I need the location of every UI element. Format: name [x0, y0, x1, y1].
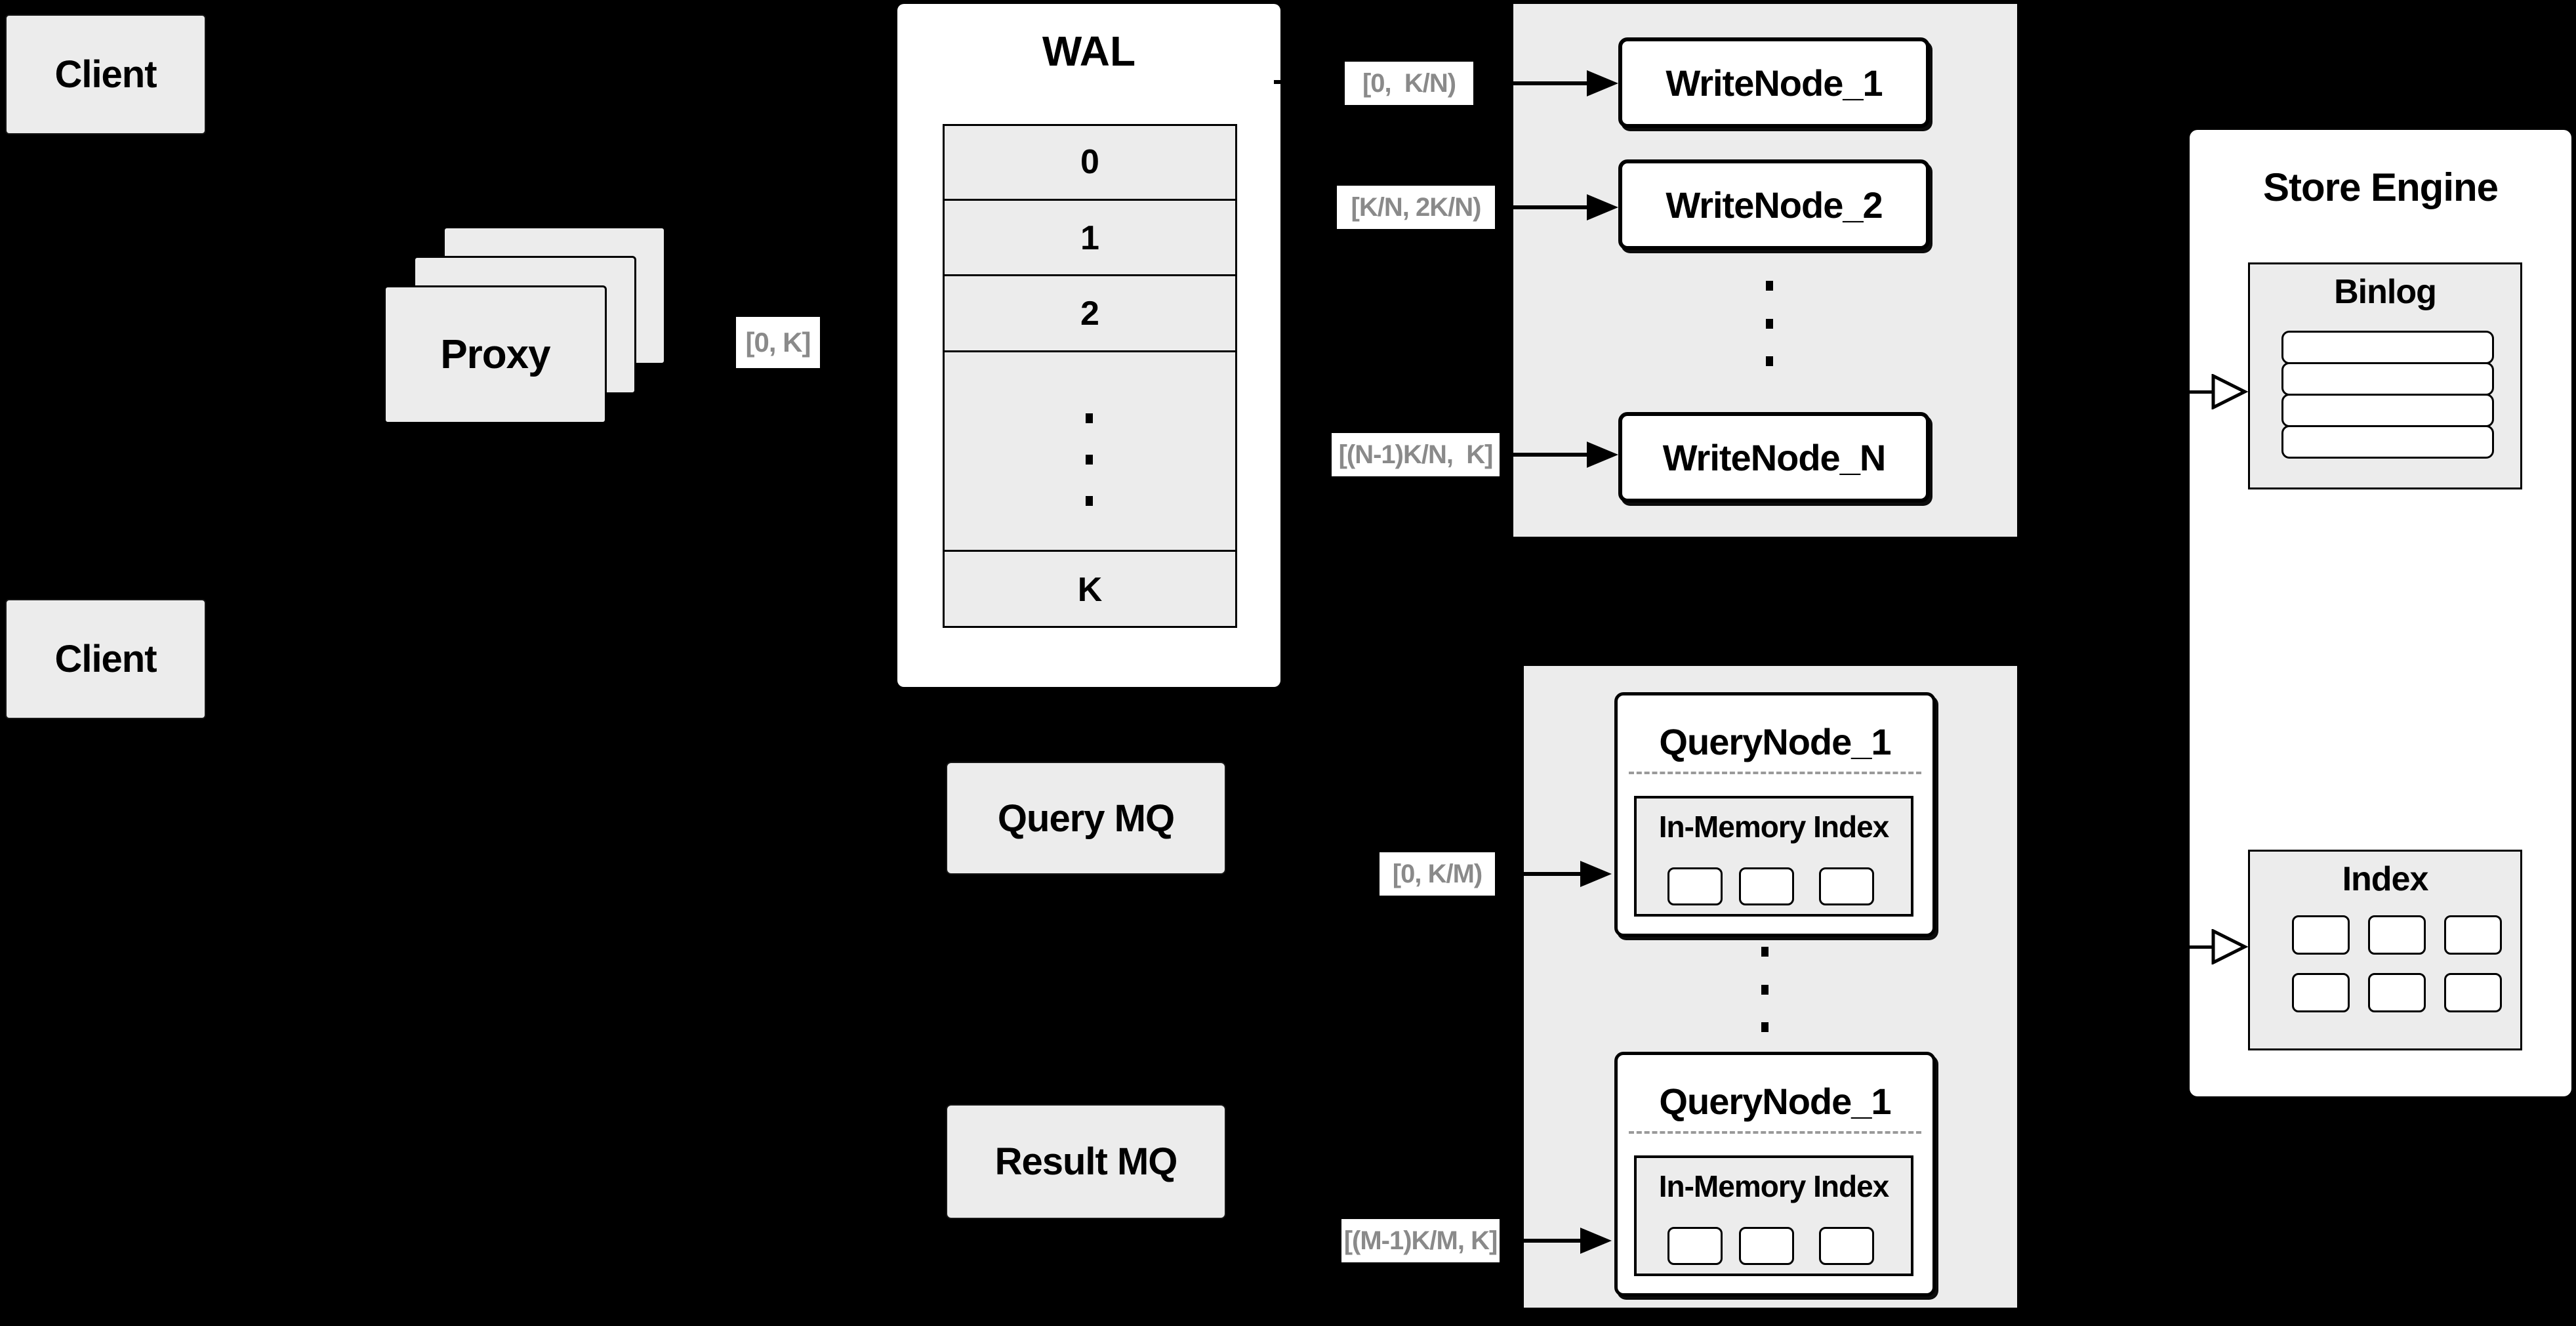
querynode-top-segment-1 — [1667, 867, 1723, 905]
querynode-bottom-dashed-separator — [1629, 1131, 1921, 1134]
querynode-top-dashed-separator — [1629, 772, 1921, 774]
wal-divider-4 — [943, 550, 1237, 552]
range-label-writenode-1-text: [0, K/N) — [1362, 68, 1456, 98]
querynode-bottom-segment-1 — [1667, 1227, 1723, 1265]
wal-row-0-text: 0 — [1080, 143, 1099, 181]
writenode-ellipsis-dot-3 — [1766, 356, 1773, 366]
index-hollow-arrowhead-icon — [2211, 929, 2248, 964]
writenode-1-box: WriteNode_1 — [1618, 37, 1930, 128]
querynode-ellipsis-dot-3 — [1761, 1022, 1768, 1032]
binlog-row-2 — [2281, 362, 2494, 396]
querynode-top-imi-title: In-Memory Index — [1634, 806, 1913, 848]
binlog-row-4 — [2281, 425, 2494, 459]
binlog-title-text: Binlog — [2334, 273, 2437, 311]
querynode-bottom-segment-3 — [1819, 1227, 1874, 1265]
store-engine-title-text: Store Engine — [2262, 165, 2499, 209]
index-segment-2 — [2368, 915, 2426, 955]
wal-ellipsis-dot-2 — [1086, 455, 1093, 465]
querynode-bottom-title: QueryNode_1 — [1614, 1071, 1936, 1130]
arrow-line-querynode-1 — [1498, 872, 1580, 876]
range-label-writenode-1: [0, K/N) — [1345, 62, 1473, 105]
wal-title: WAL — [897, 24, 1280, 79]
wal-title-text: WAL — [1042, 28, 1136, 75]
binlog-hollow-arrowhead-icon — [2211, 374, 2248, 409]
index-segment-3 — [2444, 915, 2502, 955]
binlog-title: Binlog — [2248, 268, 2522, 316]
arrowhead-writenode-1-icon — [1587, 70, 1618, 96]
wal-row-k-text: K — [1077, 570, 1103, 609]
querynode-top-title: QueryNode_1 — [1614, 712, 1936, 771]
proxy-card-front: Proxy — [384, 285, 607, 424]
result-mq-box: Result MQ — [946, 1104, 1226, 1219]
querynode-bottom-title-text: QueryNode_1 — [1659, 1080, 1891, 1122]
binlog-arrow-line — [2190, 390, 2213, 394]
writenode-2-label: WriteNode_2 — [1666, 184, 1883, 226]
writenode-ellipsis-dot-2 — [1766, 319, 1773, 329]
querynode-bottom-segment-2 — [1739, 1227, 1794, 1265]
querynode-top-segment-3 — [1819, 867, 1874, 905]
wal-ellipsis-dot-3 — [1086, 496, 1093, 506]
querynode-ellipsis-dot-2 — [1761, 985, 1768, 995]
query-mq-box: Query MQ — [946, 762, 1226, 875]
range-label-querynode-1: [0, K/M) — [1380, 852, 1495, 896]
binlog-row-1 — [2281, 331, 2494, 364]
store-engine-title: Store Engine — [2190, 157, 2571, 217]
writenode-n-label: WriteNode_N — [1662, 436, 1887, 478]
result-mq-label: Result MQ — [994, 1140, 1178, 1183]
client-top-label: Client — [54, 53, 157, 96]
arrowhead-querynode-1-icon — [1580, 861, 1612, 887]
querynode-top-imi-title-text: In-Memory Index — [1658, 810, 1890, 844]
wal-row-0: 0 — [943, 124, 1237, 200]
range-label-querynode-1-text: [0, K/M) — [1392, 859, 1482, 888]
writenode-n-box: WriteNode_N — [1618, 412, 1930, 503]
querynode-bottom-imi-title: In-Memory Index — [1634, 1165, 1913, 1207]
query-mq-label: Query MQ — [997, 797, 1175, 840]
index-title: Index — [2248, 855, 2522, 903]
wal-row-1: 1 — [943, 200, 1237, 276]
client-box-bottom: Client — [5, 599, 206, 719]
index-segment-5 — [2368, 973, 2426, 1012]
wal-row-1-text: 1 — [1080, 218, 1099, 257]
writenode-2-box: WriteNode_2 — [1618, 159, 1930, 250]
index-segment-1 — [2292, 915, 2350, 955]
querynode-bottom-imi-title-text: In-Memory Index — [1658, 1169, 1890, 1203]
range-label-writenode-n-text: [(N-1)K/N, K] — [1338, 440, 1494, 469]
wal-ellipsis-dot-1 — [1086, 413, 1093, 423]
arrowhead-writenode-2-icon — [1587, 194, 1618, 220]
writenode-1-label: WriteNode_1 — [1666, 62, 1883, 104]
range-label-writenode-2: [K/N, 2K/N) — [1337, 186, 1495, 229]
binlog-row-3 — [2281, 394, 2494, 427]
arrowhead-writenode-n-icon — [1587, 442, 1618, 468]
client-bottom-label: Client — [54, 638, 157, 680]
range-label-writenode-2-text: [K/N, 2K/N) — [1351, 192, 1482, 222]
index-title-text: Index — [2342, 860, 2429, 898]
client-box-top: Client — [5, 14, 206, 135]
arrow-line-writenode-2 — [1498, 205, 1587, 209]
index-segment-4 — [2292, 973, 2350, 1012]
index-arrow-line — [2190, 945, 2213, 949]
wal-divider-1 — [943, 199, 1237, 201]
wal-segment-table — [943, 124, 1237, 628]
arrow-line-writenode-1 — [1476, 81, 1587, 85]
querynode-top-title-text: QueryNode_1 — [1659, 720, 1891, 762]
arrow-line-writenode-n — [1502, 453, 1587, 457]
arrow-line-querynode-m — [1502, 1239, 1580, 1243]
wal-divider-2 — [943, 274, 1237, 276]
wal-out-arrow-stub — [1274, 80, 1280, 84]
range-label-writenode-n: [(N-1)K/N, K] — [1332, 433, 1500, 476]
range-label-querynode-m-text: [(M-1)K/M, K] — [1343, 1226, 1498, 1255]
range-label-querynode-m: [(M-1)K/M, K] — [1341, 1219, 1500, 1262]
writenode-ellipsis-dot-1 — [1766, 281, 1773, 291]
index-segment-6 — [2444, 973, 2502, 1012]
wal-row-2-text: 2 — [1080, 295, 1099, 333]
proxy-label: Proxy — [440, 332, 550, 377]
querynode-ellipsis-dot-1 — [1761, 947, 1768, 957]
arrowhead-querynode-m-icon — [1580, 1228, 1612, 1254]
wal-row-k: K — [943, 551, 1237, 628]
wal-divider-3 — [943, 350, 1237, 352]
range-label-proxy-to-wal: [0, K] — [736, 317, 820, 368]
range-label-proxy-to-wal-text: [0, K] — [745, 327, 811, 358]
wal-row-2: 2 — [943, 276, 1237, 352]
querynode-top-segment-2 — [1739, 867, 1794, 905]
